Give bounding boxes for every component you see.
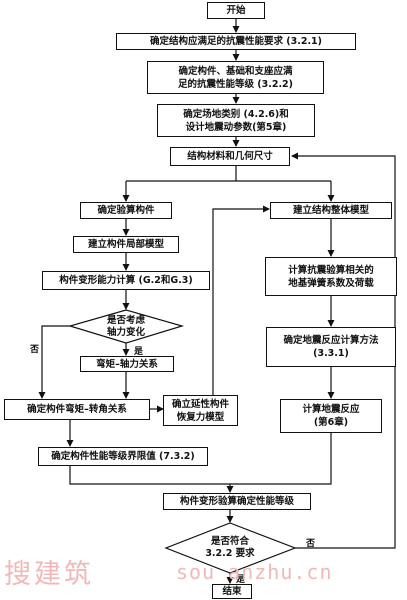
- requirement-decision-text: 是否符合 3.2.2 要求: [205, 536, 255, 559]
- site-category-step: 确定场地类别 (4.2.6)和 设计地震动参数(第5章): [157, 104, 315, 137]
- seismic-response-step: 计算地震反应 (第6章): [280, 399, 382, 433]
- watermark-left: 搜建筑: [4, 559, 94, 590]
- axial-yes-label: 是: [134, 347, 144, 357]
- axial-decision-text: 是否考虑 轴力变化: [106, 314, 145, 338]
- performance-level-step: 确定构件、基础和支座应满 足的抗震性能等级 (3.2.2): [147, 61, 324, 94]
- requirement-decision-diamond: [164, 522, 297, 574]
- start-node: 开始: [207, 2, 265, 19]
- foundation-spring-step: 计算抗震验算相关的 地基弹簧系数及荷载: [265, 257, 397, 296]
- moment-axial-step: 弯矩–轴力关系: [80, 356, 174, 372]
- ductile-model-step: 确立延性构件 恢复力模型: [163, 395, 238, 426]
- moment-rotation-step: 确定构件弯矩–转角关系: [4, 399, 150, 420]
- limit-value-step: 确定构件性能等级界限值 (7.3.2): [38, 447, 208, 466]
- select-member-step: 确定验算构件: [80, 202, 172, 219]
- watermark-right: sou anzhu.cn: [176, 560, 333, 584]
- local-model-step: 建立构件局部模型: [73, 236, 179, 253]
- requirement-yes-label: 是: [236, 575, 246, 585]
- requirement-no-label: 否: [306, 539, 316, 549]
- end-node: 结束: [212, 584, 252, 599]
- material-geometry-step: 结构材料和几何尺寸: [170, 147, 290, 166]
- axial-decision-diamond: [67, 309, 185, 344]
- watermark: 搜建筑 sou anzhu.cn: [0, 552, 407, 592]
- deformation-capacity-step: 构件变形能力计算 (G.2和G.3): [42, 271, 210, 290]
- seismic-requirement-step: 确定结构应满足的抗震性能要求 (3.2.1): [116, 33, 356, 50]
- response-method-step: 确定地震反应计算方法 (3.3.1): [266, 327, 396, 367]
- deformation-check-step: 构件变形验算确定性能等级: [163, 493, 311, 510]
- global-model-step: 建立结构整体模型: [270, 202, 392, 219]
- axial-no-label: 否: [30, 345, 40, 355]
